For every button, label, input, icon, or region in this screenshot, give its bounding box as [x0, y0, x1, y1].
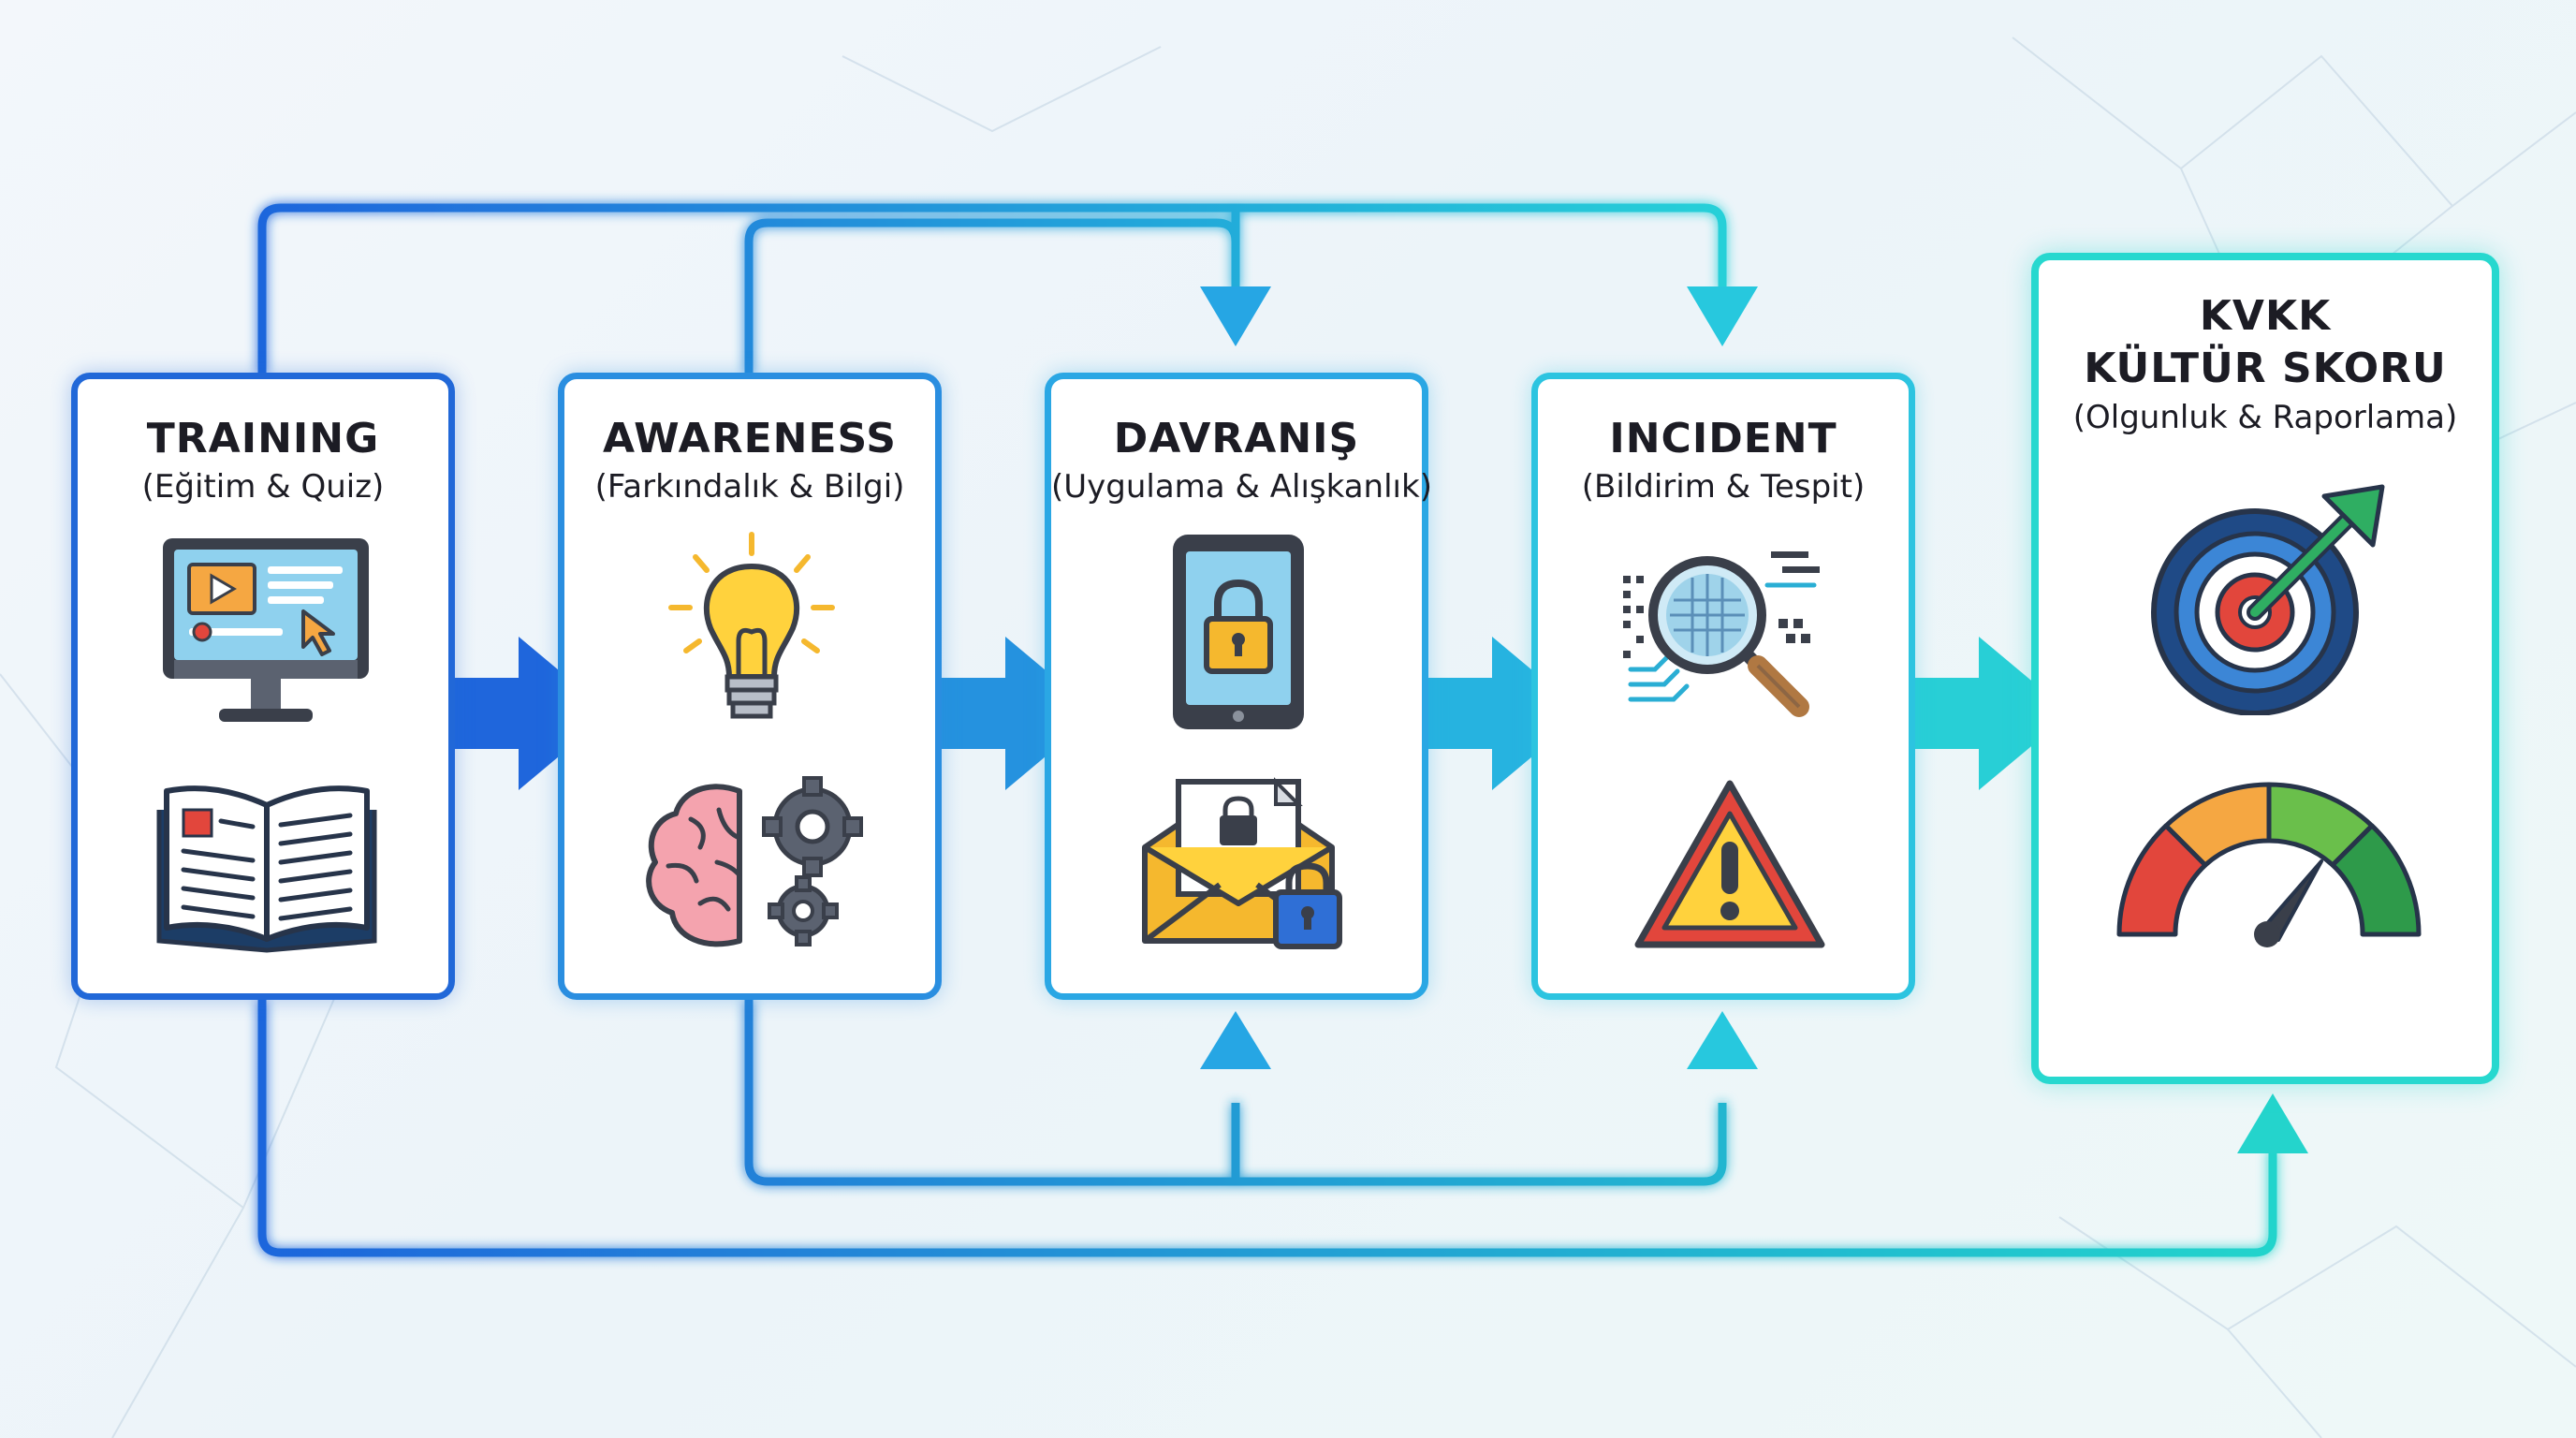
stage-card-davranis: DAVRANIŞ (Uygulama & Alışkanlık) — [1045, 373, 1432, 1000]
stage-title: AWARENESS — [603, 415, 897, 462]
video-lesson-monitor-icon — [163, 538, 369, 722]
bottom-feedback-line — [257, 1000, 2277, 1257]
magnifier-scan-icon — [1623, 551, 1820, 717]
stage-subtitle: (Uygulama & Alışkanlık) — [1051, 468, 1432, 506]
brain-gears-icon — [646, 776, 863, 947]
stage-title: TRAINING — [146, 415, 380, 462]
result-subtitle: (Olgunluk & Raporlama) — [2072, 399, 2458, 436]
lightbulb-icon — [668, 532, 835, 719]
arrowhead-down-davranis — [1200, 286, 1271, 346]
top-feedback-line — [257, 203, 1727, 374]
stage-subtitle: (Eğitim & Quiz) — [141, 468, 385, 506]
arrowhead-up-davranis — [1200, 1011, 1271, 1069]
result-title-line1: KVKK — [2199, 292, 2332, 340]
locked-tablet-icon — [1173, 535, 1304, 729]
stage-card-training: TRAINING (Eğitim & Quiz) — [71, 373, 455, 1000]
stage-subtitle: (Bildirim & Tespit) — [1581, 468, 1866, 506]
stage-title: DAVRANIŞ — [1113, 415, 1360, 462]
stage-title: INCIDENT — [1609, 415, 1837, 462]
result-card-kvkk-kultur-skoru: KVKK KÜLTÜR SKORU (Olgunluk & Raporlama) — [2031, 253, 2499, 1084]
warning-triangle-icon — [1634, 780, 1825, 948]
flow-arrow-4 — [1866, 637, 2071, 790]
open-book-icon — [156, 785, 377, 953]
stage-subtitle: (Farkındalık & Bilgi) — [594, 468, 905, 506]
score-gauge-icon — [2116, 782, 2422, 947]
stage-card-awareness: AWARENESS (Farkındalık & Bilgi) — [558, 373, 942, 1000]
result-title-line2: KÜLTÜR SKORU — [2084, 345, 2447, 392]
arrowhead-down-incident — [1687, 286, 1758, 346]
arrowhead-up-result — [2237, 1093, 2308, 1153]
arrowhead-up-incident — [1687, 1011, 1758, 1069]
secure-email-icon — [1142, 777, 1342, 949]
target-arrow-icon — [2151, 484, 2385, 715]
stage-card-incident: INCIDENT (Bildirim & Tespit) — [1531, 373, 1915, 1000]
